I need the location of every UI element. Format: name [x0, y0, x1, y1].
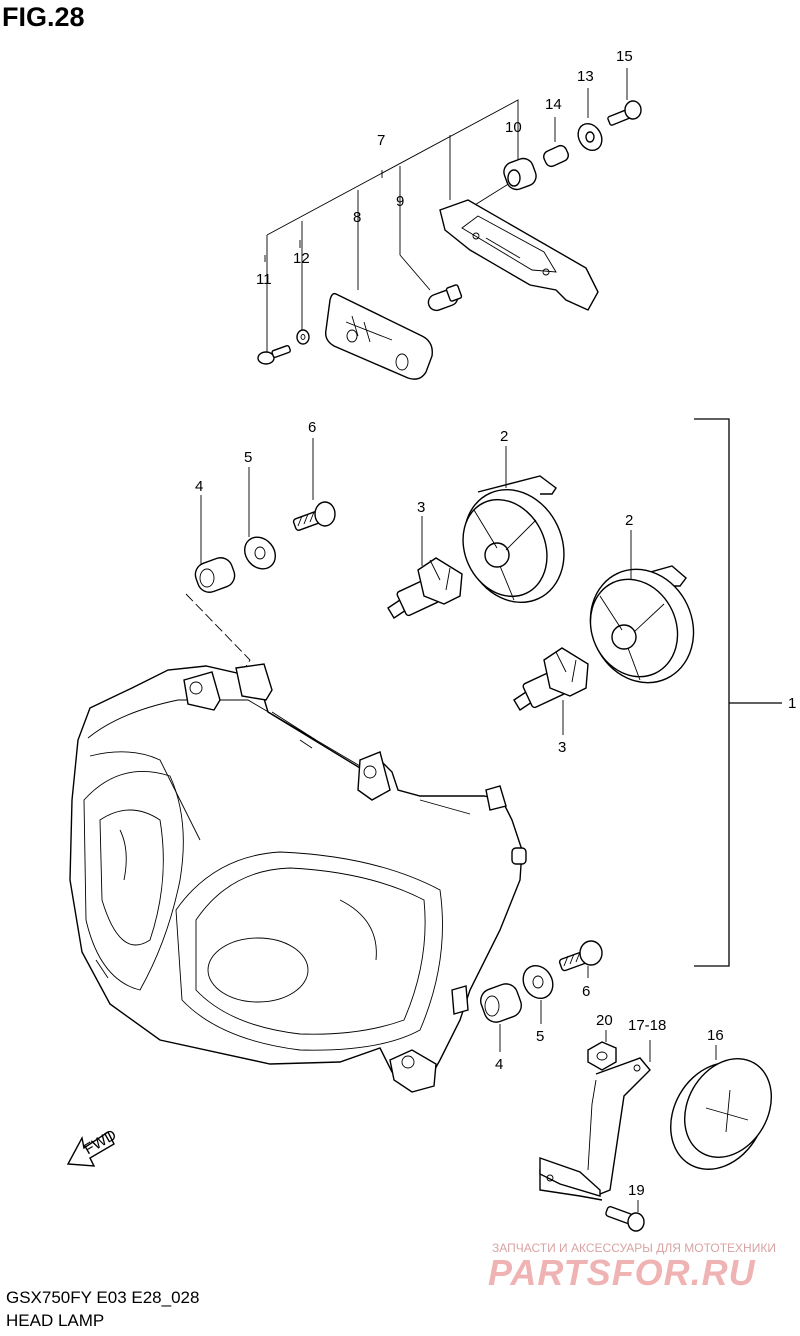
callout-12: 12: [293, 250, 310, 267]
mount-leaders-upper: [185, 438, 314, 669]
callout-labels: 15 13 14 10 7 9 8 12 11 6 5 4 2 3 2 3 1 …: [195, 48, 796, 1199]
callout-16: 16: [707, 1027, 724, 1044]
position-lamp-bracket: [439, 199, 599, 311]
forward-direction-arrow: FWD: [66, 1126, 120, 1167]
callout-5-upper: 5: [244, 449, 252, 466]
callout-15: 15: [616, 48, 633, 65]
callout-1: 1: [788, 695, 796, 712]
washer-5-upper: [243, 536, 277, 570]
callout-5-lower: 5: [536, 1028, 544, 1045]
watermark-tagline: ЗАПЧАСТИ И АКСЕССУАРЫ ДЛЯ МОТОТЕХНИКИ: [492, 1241, 776, 1255]
callout-14: 14: [545, 96, 562, 113]
watermark-logo: PARTSFOR.RU: [488, 1252, 756, 1293]
callout-6-upper: 6: [308, 419, 316, 436]
figure-title: FIG.28: [2, 2, 85, 32]
leader-lines-group-7: [264, 68, 628, 358]
mount-leaders-lower: [499, 966, 589, 1052]
callout-17-18: 17-18: [628, 1017, 666, 1034]
headlamp-housing: [69, 663, 527, 1093]
socket-cover-2-right: [589, 565, 695, 684]
bulb-3-lower: [513, 647, 589, 711]
callout-6-lower: 6: [582, 983, 590, 1000]
fwd-label: FWD: [81, 1126, 119, 1158]
screw-15: [607, 100, 642, 126]
washer-13: [577, 122, 603, 152]
grommet-10: [503, 157, 537, 191]
bolt-6-lower: [558, 940, 603, 972]
section-name: HEAD LAMP: [6, 1311, 105, 1330]
callout-7: 7: [377, 132, 385, 149]
bulb-3-upper: [387, 557, 463, 619]
washer-5-lower: [522, 964, 554, 1000]
socket-cover-2-left: [462, 475, 565, 604]
grommet-4-lower: [480, 983, 522, 1023]
group-bracket-1: [694, 418, 782, 967]
callout-9: 9: [396, 193, 404, 210]
callout-4-lower: 4: [495, 1056, 503, 1073]
screw-11: [257, 344, 291, 365]
bolt-19: [605, 1200, 645, 1232]
callout-8: 8: [353, 209, 361, 226]
bulb-9: [427, 284, 463, 312]
callout-13: 13: [577, 68, 594, 85]
callout-10: 10: [505, 119, 522, 136]
callout-3-upper: 3: [417, 499, 425, 516]
model-code: GSX750FY E03 E28_028: [6, 1288, 200, 1307]
collar-14: [543, 144, 569, 168]
position-lamp-lens-8: [324, 292, 433, 380]
bracket-17-18: [539, 1040, 651, 1201]
washer-12: [296, 329, 310, 345]
callout-19: 19: [628, 1182, 645, 1199]
bolt-6-upper: [292, 501, 336, 531]
callout-4-upper: 4: [195, 478, 203, 495]
bulb-leaders: [421, 446, 632, 735]
cap-16: [670, 1045, 773, 1170]
callout-2-left: 2: [500, 428, 508, 445]
callout-20: 20: [596, 1012, 613, 1029]
callout-3-lower: 3: [558, 739, 566, 756]
nut-20: [587, 1030, 617, 1071]
callout-2-right: 2: [625, 512, 633, 529]
grommet-4-upper: [194, 557, 236, 593]
callout-11: 11: [256, 271, 272, 288]
